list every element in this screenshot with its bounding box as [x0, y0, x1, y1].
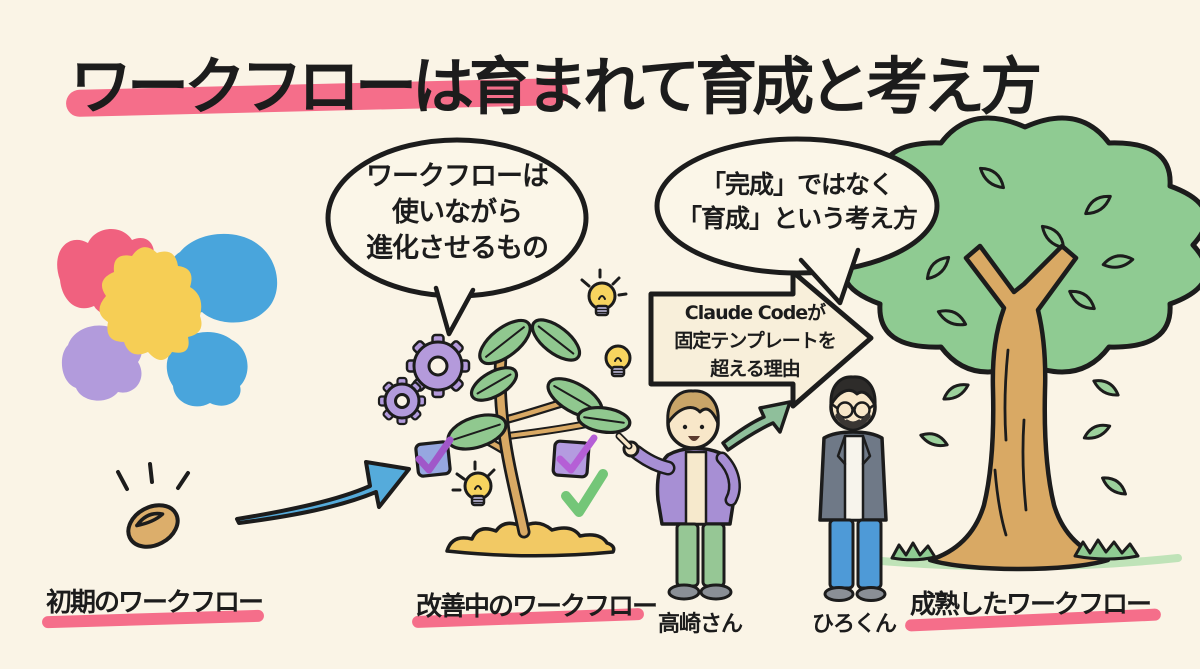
stage-label-initial: 初期のワークフロー	[46, 588, 264, 618]
hiro-mustache	[845, 419, 861, 425]
takasaki-leg	[675, 522, 700, 588]
gear-icon-small	[377, 376, 427, 426]
hiro-shirt	[843, 434, 865, 522]
speech-bubble-mindset-text: 「完成」ではなく 「育成」という考え方	[657, 168, 937, 236]
bubble-improving-line3: 進化させるもの	[366, 233, 549, 264]
bubble-improving-line2: 使いながら	[392, 197, 523, 228]
gear-icon-large	[405, 333, 471, 399]
hiro-leg	[856, 518, 883, 590]
hiro-beard	[835, 413, 871, 429]
claude-arrow-line3: 超える理由	[710, 358, 800, 380]
takasaki-hair	[666, 389, 720, 425]
person-takasaki	[615, 389, 741, 601]
flower-blob-icon	[57, 229, 278, 407]
soil-icon	[445, 521, 616, 558]
lightbulb-icon-top	[580, 268, 628, 317]
hiro-leg	[828, 518, 855, 590]
claude-arrow-label: Claude Codeが 固定テンプレートを 超える理由	[648, 299, 862, 383]
blue-growth-arrow-icon	[235, 460, 411, 525]
speech-bubble-improving	[325, 137, 589, 337]
grass-icon	[890, 538, 1140, 562]
hiro-shoe	[823, 586, 855, 602]
page-title: ワークフローは育まれて育成と考え方	[70, 50, 1042, 123]
speech-bubble-improving-text: ワークフローは 使いながら 進化させるもの	[327, 159, 587, 267]
blob-blue-bottom	[166, 332, 248, 407]
takasaki-pointing-hand	[615, 432, 676, 476]
stage-label-improving: 改善中のワークフロー	[416, 592, 658, 622]
green-growth-arrow-icon	[721, 400, 792, 452]
canopy-leaf-details	[925, 166, 1135, 327]
bubble-improving-line1: ワークフローは	[366, 161, 549, 192]
hiro-lapels	[836, 434, 872, 466]
hiro-glasses	[831, 401, 876, 419]
claude-arrow-line1: Claude Codeが	[684, 302, 826, 324]
falling-leaf-icon	[919, 379, 1127, 496]
checkmark-icon-green	[561, 469, 608, 517]
takasaki-shoe	[667, 583, 701, 601]
takasaki-leg	[701, 522, 726, 588]
bark-lines	[993, 348, 1028, 537]
takasaki-shirt	[684, 450, 708, 526]
tree-trunk-group	[866, 243, 1182, 572]
sapling-leaves	[446, 318, 632, 451]
person-hiro	[818, 375, 888, 602]
takasaki-shoe	[699, 583, 733, 601]
blob-purple	[61, 325, 142, 401]
hiro-shoe	[855, 586, 887, 602]
seed-icon	[116, 462, 190, 549]
stage-label-mature: 成熟したワークフロー	[910, 590, 1152, 620]
blob-yellow-center	[99, 247, 202, 360]
checkbox-icon-left	[414, 436, 454, 478]
person-label-hiro: ひろくん	[812, 612, 897, 637]
checkbox-icon-right	[551, 434, 598, 479]
claude-arrow-line2: 固定テンプレートを	[674, 330, 836, 352]
bubble-mindset-line2: 「育成」という考え方	[676, 204, 918, 233]
speech-bubble-mindset	[654, 136, 940, 306]
lightbulb-icon-low	[451, 460, 496, 507]
bubble-mindset-line1: 「完成」ではなく	[700, 170, 894, 199]
sparkle-icon	[116, 462, 190, 491]
claude-arrow-banner	[648, 269, 874, 409]
lightbulb-icon-mid	[604, 344, 632, 378]
person-label-takasaki: 高崎さん	[658, 612, 743, 637]
sapling-icon	[377, 268, 632, 558]
takasaki-mouth	[688, 436, 700, 441]
